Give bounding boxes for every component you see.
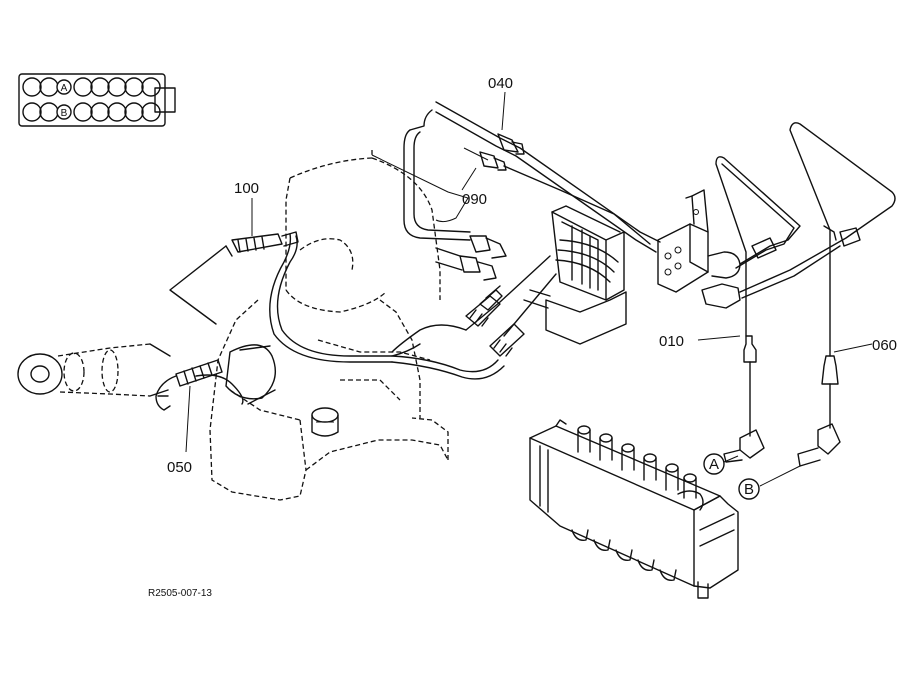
part-100-fitting [169, 231, 299, 325]
right-valve-bracket [657, 189, 741, 309]
port-a-label: A [709, 456, 719, 473]
part-050-fitting [155, 359, 223, 411]
port-b-marker [738, 478, 760, 500]
port-a-marker [703, 453, 725, 475]
hose-routing [195, 233, 505, 405]
inset-port-a-marker [56, 79, 72, 95]
tractor-housing [209, 150, 449, 501]
inset-port-a-label: A [61, 83, 68, 94]
center-valve-block [465, 205, 627, 345]
pipe-010 [715, 156, 801, 463]
pipe-060 [739, 122, 896, 467]
port-block-inset: A B [18, 73, 176, 127]
part-label-010: 010 [659, 333, 684, 350]
control-valve [529, 419, 739, 599]
drawing-code: R2505-007-13 [148, 588, 212, 599]
part-040-lines [409, 101, 661, 253]
leader-lines [185, 91, 873, 487]
hose-end-fittings [465, 285, 525, 357]
part-090-fittings [371, 129, 507, 281]
inset-port-b-label: B [61, 108, 68, 119]
part-label-040: 040 [488, 75, 513, 92]
part-label-050: 050 [167, 459, 192, 476]
part-label-090: 090 [462, 191, 487, 208]
part-label-100: 100 [234, 180, 259, 197]
lift-cylinder [17, 343, 276, 405]
part-label-060: 060 [872, 337, 897, 354]
port-b-label: B [744, 481, 754, 498]
inset-port-b-marker [56, 104, 72, 120]
